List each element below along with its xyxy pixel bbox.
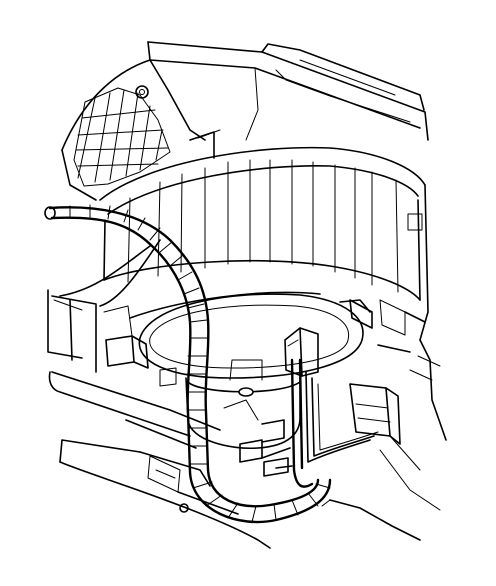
corrugated-wire-loom [44,204,332,524]
blower-motor [185,359,301,450]
blower-wheel [99,129,426,301]
mount-screw [179,503,189,513]
motor-shaft-nut [238,387,254,397]
motor-flange [129,291,426,379]
screw-head [135,85,149,99]
floor-panel [59,399,271,549]
loom-end [44,206,56,220]
wiring-harness [261,358,441,541]
vented-side-panel [61,59,206,201]
housing-cover [147,41,429,141]
lower-bracket [47,289,221,437]
housing-right-edge [409,184,447,441]
resistor-connector [349,383,391,437]
